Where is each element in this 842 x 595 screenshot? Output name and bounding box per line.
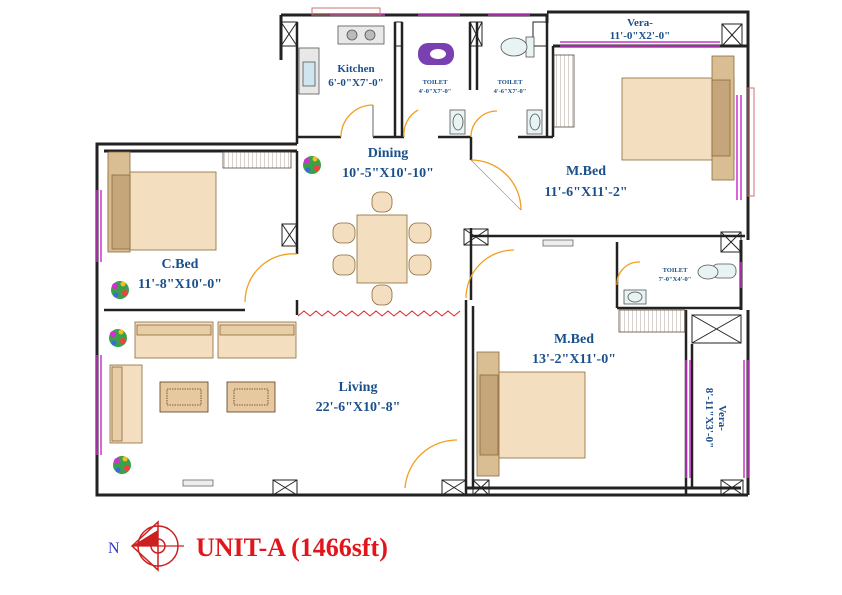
vera-right-label: Vera-: [716, 405, 728, 431]
wash-basin-icon: [449, 109, 647, 305]
mbed-top-size: 11'-6"X11'-2": [544, 185, 627, 200]
duct-boxes: [272, 21, 744, 496]
western-toilet-icon: [500, 36, 737, 280]
dining-table: [332, 191, 432, 306]
toilet2-label: TOILET: [498, 79, 523, 86]
sofas: [109, 321, 297, 444]
center-tables: [159, 381, 276, 413]
dining-size: 10'-5"X10'-10": [342, 166, 434, 181]
toilet1-label: TOILET: [423, 79, 448, 86]
north-label: N: [108, 540, 120, 557]
toilet3-size: 7'-0"X4'-0": [659, 276, 692, 283]
kitchen-label: Kitchen: [337, 63, 374, 75]
kitchen-size: 6'-0"X7'-0": [328, 77, 384, 89]
vera-top-label: Vera-: [627, 17, 653, 29]
toilet3-label: TOILET: [663, 267, 688, 274]
vera-right-size: 8'-11"X3'-0": [703, 388, 715, 449]
bed-cbed: [107, 151, 217, 253]
plant-icon: [109, 156, 321, 474]
door-swings: [244, 104, 641, 489]
window-frames: [311, 7, 755, 197]
indian-toilet-icon: [418, 43, 454, 65]
mbed-bottom-label: M.Bed: [554, 332, 594, 347]
toilet1-size: 4'-0"X7'-0": [419, 88, 452, 95]
cbed-size: 11'-8"X10'-0": [138, 277, 222, 292]
kitchen-counter: [298, 25, 385, 95]
north-arrow-icon: [130, 520, 184, 572]
bed-mbed-bottom: [476, 351, 586, 477]
vera-top-size: 11'-0"X2'-0": [610, 30, 671, 42]
wall-strips: [182, 239, 574, 487]
mbed-bottom-size: 13'-2"X11'-0": [532, 352, 616, 367]
wardrobes: [222, 54, 686, 333]
plan-title: UNIT-A (1466sft): [196, 533, 388, 562]
cbed-label: C.Bed: [162, 257, 199, 272]
bed-mbed-top: [621, 55, 735, 181]
toilet2-size: 4'-6"X7'-0": [494, 88, 527, 95]
dining-label: Dining: [368, 146, 408, 161]
mbed-top-label: M.Bed: [566, 164, 606, 179]
living-size: 22'-6"X10'-8": [316, 400, 401, 415]
living-label: Living: [339, 380, 378, 395]
curtain-divider: [297, 310, 461, 317]
